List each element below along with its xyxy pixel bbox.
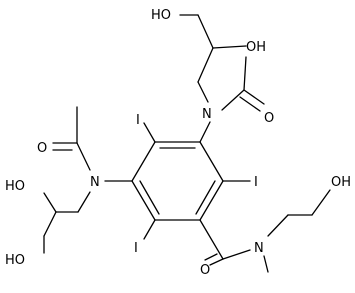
bond-acetyl-top-o [243,89,265,105]
bond-ring-2 [199,141,224,182]
bond-top-chain-oh [212,45,247,49]
bond-n-methyl [263,255,269,273]
bond-top-chain-1 [197,47,214,83]
bond-ring-3 [199,180,224,221]
label-o-acetyl-top: O [264,111,274,126]
bond-left-chain-2 [43,192,57,213]
bond-ring-3-inner [195,180,216,215]
label-n-left: N [90,175,100,190]
label-oh-top-secondary: OH [246,40,266,55]
label-i-upper-left: I [136,113,140,128]
bond-c-n-top [199,121,211,143]
bond-n-ethyl-1 [267,214,289,237]
label-i-lower-left: I [134,241,138,256]
bond-ring-5 [131,180,156,221]
label-o-acetyl-left: O [37,141,47,156]
bond-n-left-acetyl [76,142,91,171]
bond-acetyl-top-methyl [243,56,247,91]
bond-c-i-upper-left [143,122,156,143]
bond-n-left-ch2 [77,191,91,213]
label-n-amide: N [254,241,264,256]
atom-labels: HO OH N O I I O N HO HO I O N OH [5,8,351,278]
bond-amide-n [222,249,251,260]
label-oh-top-terminal: HO [151,8,171,23]
bonds [43,14,331,273]
bond-ring-5-inner [139,180,160,215]
bond-n-top-acetyl [221,89,245,111]
label-i-right: I [254,175,258,190]
bond-c-i-lower-left [143,219,156,240]
bond-amide-o-inner [204,253,218,261]
bond-n-top-ch2 [197,81,209,103]
bond-c-amide [199,219,224,260]
bond-top-chain-2 [197,14,214,49]
bond-left-chain-3 [43,211,57,237]
bond-ethyl-oh [311,189,331,216]
bond-acetyl-top-o-inner [239,96,261,112]
label-n-top: N [202,107,212,122]
label-oh-left-terminal: HO [5,253,25,268]
bond-amide-o [209,258,224,266]
label-o-amide: O [200,263,210,278]
bond-ring-6 [131,141,156,182]
label-oh-left-secondary: HO [5,179,25,194]
label-oh-ethyl: OH [331,175,351,190]
